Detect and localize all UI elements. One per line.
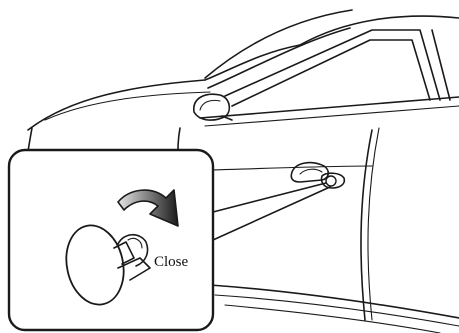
- close-label: Close: [154, 254, 189, 270]
- callout-lines: [213, 183, 330, 240]
- lock-cylinder: [326, 176, 336, 186]
